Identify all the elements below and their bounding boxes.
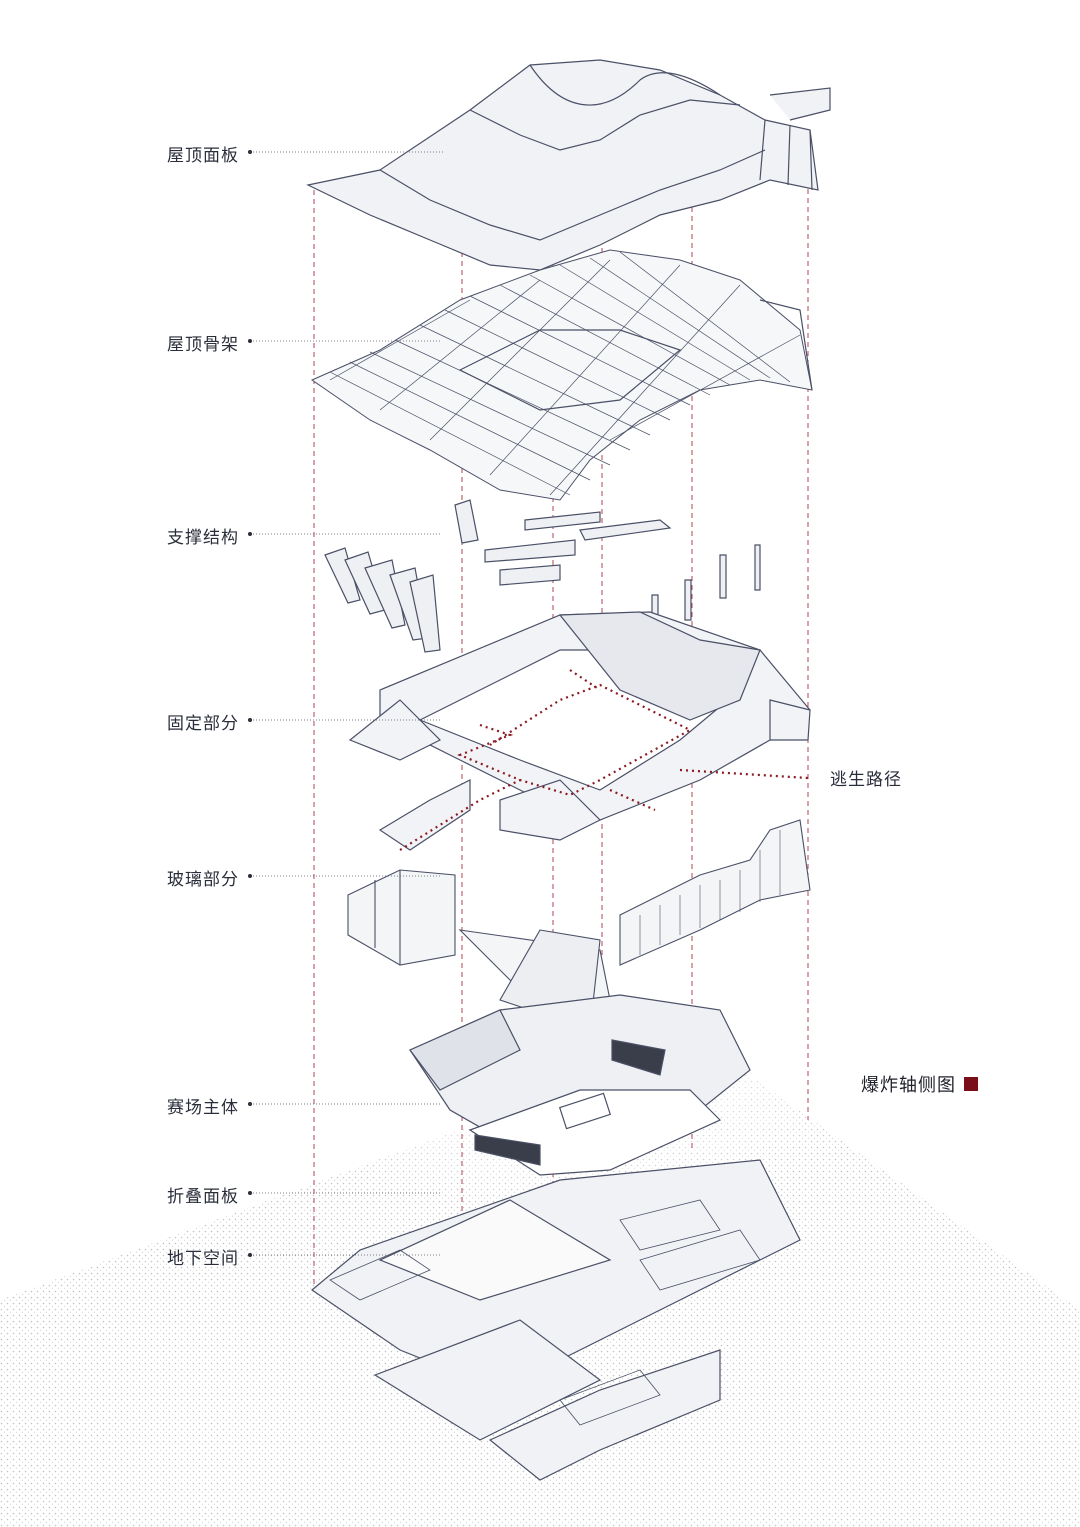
caption-text: 爆炸轴侧图	[861, 1075, 956, 1096]
caption-swatch	[964, 1077, 978, 1091]
label-roof-frame: 屋顶骨架	[167, 335, 239, 355]
leader-endpoints	[248, 150, 252, 1257]
label-folding-panel: 折叠面板	[167, 1187, 239, 1207]
escape-route-path	[399, 669, 809, 851]
label-underground-space: 地下空间	[167, 1249, 239, 1269]
support-structure-drawing	[324, 499, 761, 653]
label-support-structure: 支撑结构	[167, 528, 239, 548]
label-roof-panel: 屋顶面板	[167, 146, 239, 166]
arena-main-drawing	[409, 994, 751, 1176]
label-leader-lines	[250, 151, 445, 1256]
label-fixed-part: 固定部分	[167, 714, 239, 734]
roof-frame-drawing	[310, 249, 813, 501]
label-glass-part: 玻璃部分	[167, 870, 239, 890]
fixed-part-drawing	[348, 611, 811, 851]
label-arena-main: 赛场主体	[167, 1098, 239, 1118]
label-escape-route: 逃生路径	[830, 770, 902, 790]
roof-panel-drawing	[306, 59, 831, 271]
underground-space-drawing	[311, 1159, 801, 1481]
diagram-caption: 爆炸轴侧图	[861, 1071, 978, 1097]
